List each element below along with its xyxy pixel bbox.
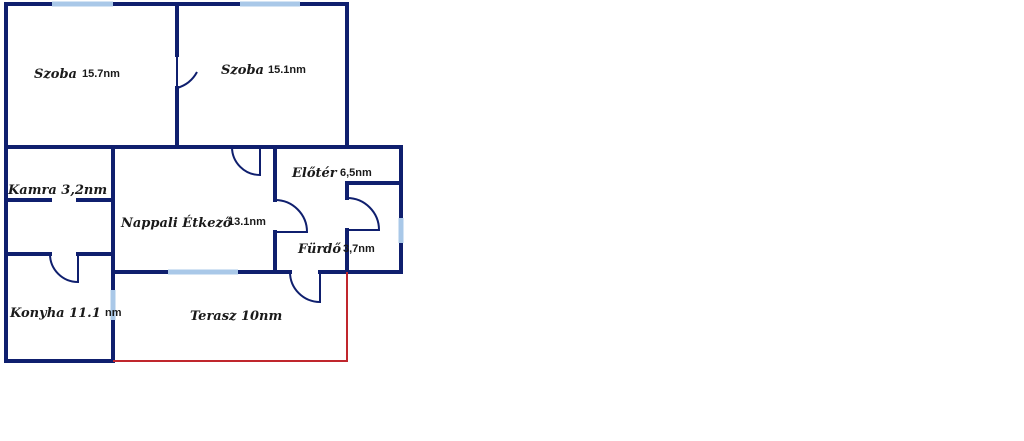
wall-east-block	[345, 145, 403, 274]
room-labels: Szoba 15.7nm Szoba 15.1nm Előtér 6,5nm K…	[7, 63, 375, 324]
room-szoba2-area: 15.1nm	[268, 64, 306, 76]
doors	[49, 55, 381, 304]
room-szoba1-name: Szoba	[34, 67, 77, 82]
room-furdo-area: 3,7nm	[343, 243, 375, 255]
room-konyha-name: Konyha 11.1	[9, 306, 101, 321]
door-nappali-top	[231, 146, 261, 177]
terrace-edge	[113, 272, 348, 362]
windows	[52, 1, 404, 320]
room-nappali-name: Nappali Étkező	[120, 215, 232, 231]
room-eloter-area: 6,5nm	[340, 167, 372, 179]
room-szoba2-name: Szoba	[221, 63, 264, 78]
room-szoba1-area: 15.7nm	[82, 68, 120, 80]
door-terrace	[289, 271, 321, 304]
room-kamra-name: Kamra 3,2nm	[7, 183, 107, 198]
room-konyha-area: nm	[105, 307, 122, 319]
room-terasz-name: Terasz 10nm	[190, 309, 282, 324]
wall-top-block	[4, 2, 349, 149]
door-furdo	[346, 197, 381, 231]
room-furdo-name: Fürdő	[297, 242, 341, 257]
room-eloter-name: Előtér	[291, 166, 338, 181]
room-nappali-area: 13.1nm	[228, 216, 266, 228]
door-nappali-eloter	[274, 199, 309, 233]
door-szoba-divider	[176, 55, 198, 89]
door-kamra-konyha	[49, 253, 79, 284]
